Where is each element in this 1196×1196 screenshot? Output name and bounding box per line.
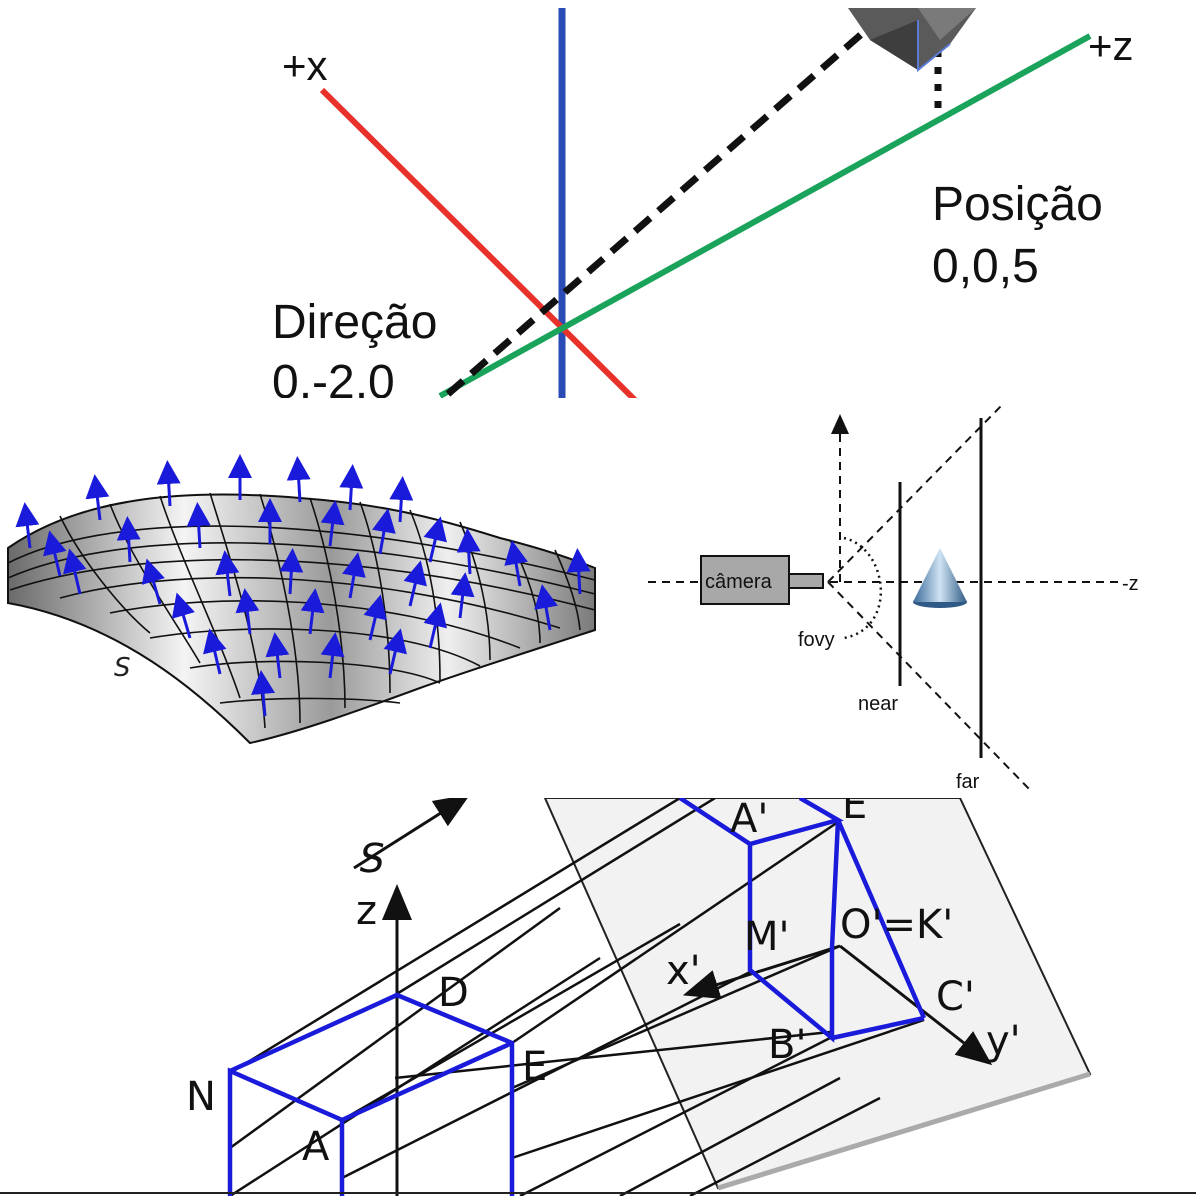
label-E-prime: E [842,798,867,828]
label-C-prime: C' [936,974,975,1020]
oblique-projection-diagram: S z D E N A A' E M' O'=K' x' C' y' B' [186,798,1092,1196]
label-M-prime: M' [744,914,790,960]
z-axis-line [438,33,1092,398]
s-direction-label: S [355,835,389,882]
direction-title: Direção [272,296,437,349]
label-x-prime: x' [666,948,701,994]
frustum-top-edge [827,403,1004,583]
camera-label: câmera [705,571,773,593]
surface-s [7,493,596,745]
camera-frustum-panel: câmera fovy near far -z [598,398,1196,798]
label-D: D [438,970,469,1016]
x-axis-line [319,87,638,398]
up-arrow-icon [831,414,849,434]
fovy-arc [843,536,882,640]
camera-body [700,555,790,605]
cone-icon [913,548,967,608]
far-label: far [956,771,980,793]
surface-label: S [114,653,131,683]
surface-normal-arrows [15,454,591,717]
box-projection [678,798,927,1043]
bottom-border [0,1192,1196,1194]
box-object [227,992,515,1196]
x-axis-label: +x [282,42,328,89]
light-axes-diagram: +x +z Posição 0,0,5 Direção 0,-2,0 [272,8,1134,398]
y-prime-axis [839,944,993,1066]
camera-lens [788,573,824,589]
label-N: N [186,1074,216,1120]
x-prime-axis [682,944,841,999]
frustum-bottom-edge [827,581,1031,791]
label-y-prime: y' [986,1018,1021,1064]
camera-frustum-diagram: câmera fovy near far -z [648,403,1139,793]
label-O-prime: O'=K' [840,902,953,948]
label-A-prime: A' [730,798,768,842]
label-E: E [522,1044,547,1090]
z-axis-label: z [356,888,377,934]
position-value: 0,0,5 [932,240,1039,293]
s-direction-arrow [353,798,471,870]
oblique-projection-panel: S z D E N A A' E M' O'=K' x' C' y' B' [0,798,1196,1196]
label-B-prime: B' [768,1022,806,1068]
direction-value: 0,-2,0 [272,356,395,398]
near-label: near [858,693,898,715]
fovy-label: fovy [798,629,835,651]
position-title: Posição [932,178,1103,231]
surface-normals-diagram: S [7,454,596,745]
surface-normals-panel: S [0,398,598,798]
label-A: A [302,1124,330,1170]
light-source-cube-icon [848,8,976,73]
light-direction-dashed [445,15,883,397]
z-axis-label: +z [1088,22,1134,69]
z-label: -z [1122,573,1139,595]
light-direction-panel: +x +z Posição 0,0,5 Direção 0,-2,0 [0,0,1196,398]
plane-shadow [717,1071,1091,1191]
